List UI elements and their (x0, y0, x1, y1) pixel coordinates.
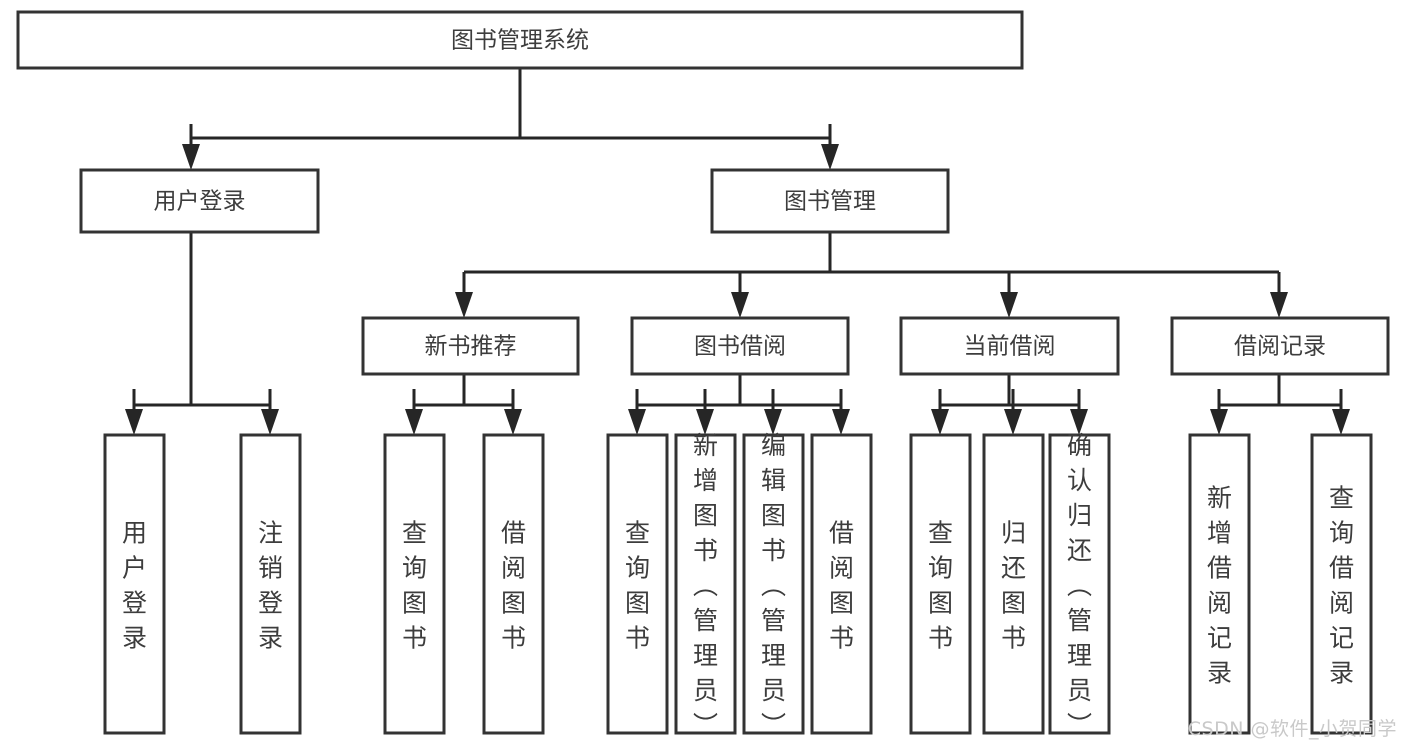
arrow-head (455, 292, 473, 318)
leaf-node-新增借阅记录[interactable]: 新增借阅记录 (1188, 433, 1251, 735)
arrow-head (1332, 409, 1350, 435)
node-box[interactable] (103, 433, 166, 735)
node-box[interactable] (1170, 316, 1390, 376)
node-box[interactable] (674, 433, 737, 735)
node-box[interactable] (606, 433, 669, 735)
node-box[interactable] (909, 433, 972, 735)
arrow-head (764, 409, 782, 435)
level3-node-新书推荐[interactable]: 新书推荐 (361, 316, 580, 376)
arrow-head (125, 409, 143, 435)
leaf-node-归还图书[interactable]: 归还图书 (982, 433, 1045, 735)
leaf-label: 查询图书 (928, 518, 953, 652)
level3-node-借阅记录[interactable]: 借阅记录 (1170, 316, 1390, 376)
node-box[interactable] (1048, 433, 1111, 735)
node-box[interactable] (982, 433, 1045, 735)
arrow-head (821, 144, 839, 170)
leaf-label: 借阅图书 (829, 518, 854, 652)
leaf-label: 新增图书︵管理员︶ (693, 431, 718, 740)
level3-node-当前借阅[interactable]: 当前借阅 (899, 316, 1120, 376)
node-box[interactable] (742, 433, 805, 735)
leaf-node-借阅图书[interactable]: 借阅图书 (810, 433, 873, 735)
arrow-head (731, 292, 749, 318)
node-label: 图书借阅 (694, 334, 786, 360)
edges-layer (125, 68, 1350, 435)
leaf-node-新增图书管理员[interactable]: 新增图书︵管理员︶ (674, 431, 737, 740)
arrow-head (182, 144, 200, 170)
level2-node-用户登录[interactable]: 用户登录 (79, 168, 320, 234)
arrow-head (1004, 409, 1022, 435)
leaf-node-确认归还管理员[interactable]: 确认归还︵管理员︶ (1048, 431, 1111, 740)
node-box[interactable] (710, 168, 950, 234)
arrow-head (405, 409, 423, 435)
arrow-head (1270, 292, 1288, 318)
node-box[interactable] (16, 10, 1024, 70)
leaf-node-查询图书[interactable]: 查询图书 (909, 433, 972, 735)
node-box[interactable] (361, 316, 580, 376)
leaf-label: 归还图书 (1001, 518, 1026, 652)
arrow-head (504, 409, 522, 435)
leaf-node-用户登录[interactable]: 用户登录 (103, 433, 166, 735)
leaf-label: 查询图书 (402, 518, 427, 652)
node-box[interactable] (630, 316, 850, 376)
node-box[interactable] (239, 433, 302, 735)
leaf-node-借阅图书[interactable]: 借阅图书 (482, 433, 545, 735)
arrow-head (1210, 409, 1228, 435)
arrow-head (1000, 292, 1018, 318)
node-label: 当前借阅 (964, 334, 1056, 360)
leaf-label: 查询图书 (625, 518, 650, 652)
arrow-head (696, 409, 714, 435)
leaf-label: 用户登录 (122, 518, 147, 652)
leaf-label: 注销登录 (258, 518, 283, 652)
node-box[interactable] (810, 433, 873, 735)
leaf-node-编辑图书管理员[interactable]: 编辑图书︵管理员︶ (742, 431, 805, 740)
leaf-node-查询图书[interactable]: 查询图书 (606, 433, 669, 735)
node-box[interactable] (1188, 433, 1251, 735)
node-label: 图书管理系统 (451, 28, 589, 54)
node-box[interactable] (899, 316, 1120, 376)
node-box[interactable] (1310, 433, 1373, 735)
node-box[interactable] (482, 433, 545, 735)
leaf-label: 新增借阅记录 (1207, 483, 1232, 687)
leaf-node-查询借阅记录[interactable]: 查询借阅记录 (1310, 433, 1373, 735)
arrow-head (931, 409, 949, 435)
arrow-head (1070, 409, 1088, 435)
node-label: 借阅记录 (1234, 334, 1326, 360)
arrow-head (261, 409, 279, 435)
node-box[interactable] (79, 168, 320, 234)
leaf-label: 查询借阅记录 (1329, 483, 1354, 687)
arrow-head (832, 409, 850, 435)
root-node-图书管理系统[interactable]: 图书管理系统 (16, 10, 1024, 70)
leaf-label: 确认归还︵管理员︶ (1067, 431, 1092, 740)
leaf-label: 编辑图书︵管理员︶ (761, 431, 786, 740)
node-label: 图书管理 (784, 189, 876, 215)
leaf-label: 借阅图书 (501, 518, 526, 652)
node-box[interactable] (383, 433, 446, 735)
node-label: 新书推荐 (425, 334, 517, 360)
boxes-layer: 图书管理系统用户登录图书管理新书推荐图书借阅当前借阅借阅记录用户登录注销登录查询… (16, 10, 1390, 740)
node-label: 用户登录 (154, 189, 246, 215)
leaf-node-查询图书[interactable]: 查询图书 (383, 433, 446, 735)
level3-node-图书借阅[interactable]: 图书借阅 (630, 316, 850, 376)
leaf-node-注销登录[interactable]: 注销登录 (239, 433, 302, 735)
arrow-head (628, 409, 646, 435)
level2-node-图书管理[interactable]: 图书管理 (710, 168, 950, 234)
